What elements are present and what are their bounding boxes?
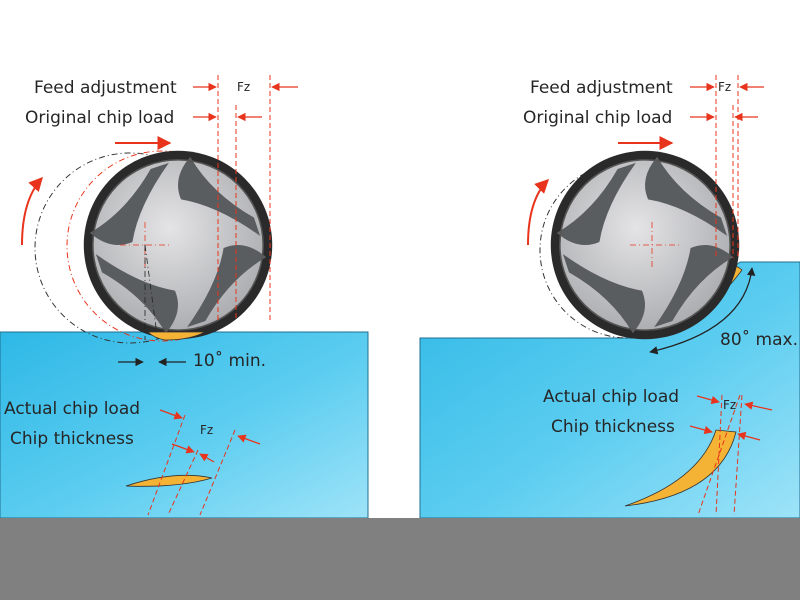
right-chip-thickness-label: Chip thickness <box>551 417 675 437</box>
right-fz-top-label: Fz <box>718 80 731 94</box>
left-chip-thickness-label: Chip thickness <box>10 429 134 449</box>
left-chip-detail <box>125 474 213 487</box>
right-fz-bottom-label: Fz <box>723 398 736 412</box>
left-fz-top-label: Fz <box>237 80 250 94</box>
right-panel: Feed adjustment Original chip load Fz 80… <box>419 75 800 519</box>
left-original-chip-load-label: Original chip load <box>25 108 174 128</box>
right-chip-detail <box>624 429 737 507</box>
left-feed-adjustment-label: Feed adjustment <box>34 78 177 98</box>
right-actual-chip-load-label: Actual chip load <box>543 387 679 407</box>
left-fz-bottom-label: Fz <box>200 423 213 437</box>
left-panel: Feed adjustment Original chip load Fz 10… <box>0 75 369 519</box>
left-workpiece <box>0 331 369 519</box>
left-actual-chip-load-label: Actual chip load <box>4 399 140 419</box>
left-angle-note: 10˚ min. <box>193 350 266 371</box>
left-rotation-arrow <box>21 176 43 246</box>
right-original-chip-load-label: Original chip load <box>523 108 672 128</box>
right-feed-adjustment-label: Feed adjustment <box>530 78 673 98</box>
right-angle-arc <box>649 267 756 355</box>
left-chip-contact <box>147 331 206 341</box>
right-angle-note: 80˚ max. <box>720 329 798 350</box>
footer-bar <box>0 518 800 600</box>
right-rotation-arrow <box>527 179 549 246</box>
left-end-mill <box>83 149 273 340</box>
